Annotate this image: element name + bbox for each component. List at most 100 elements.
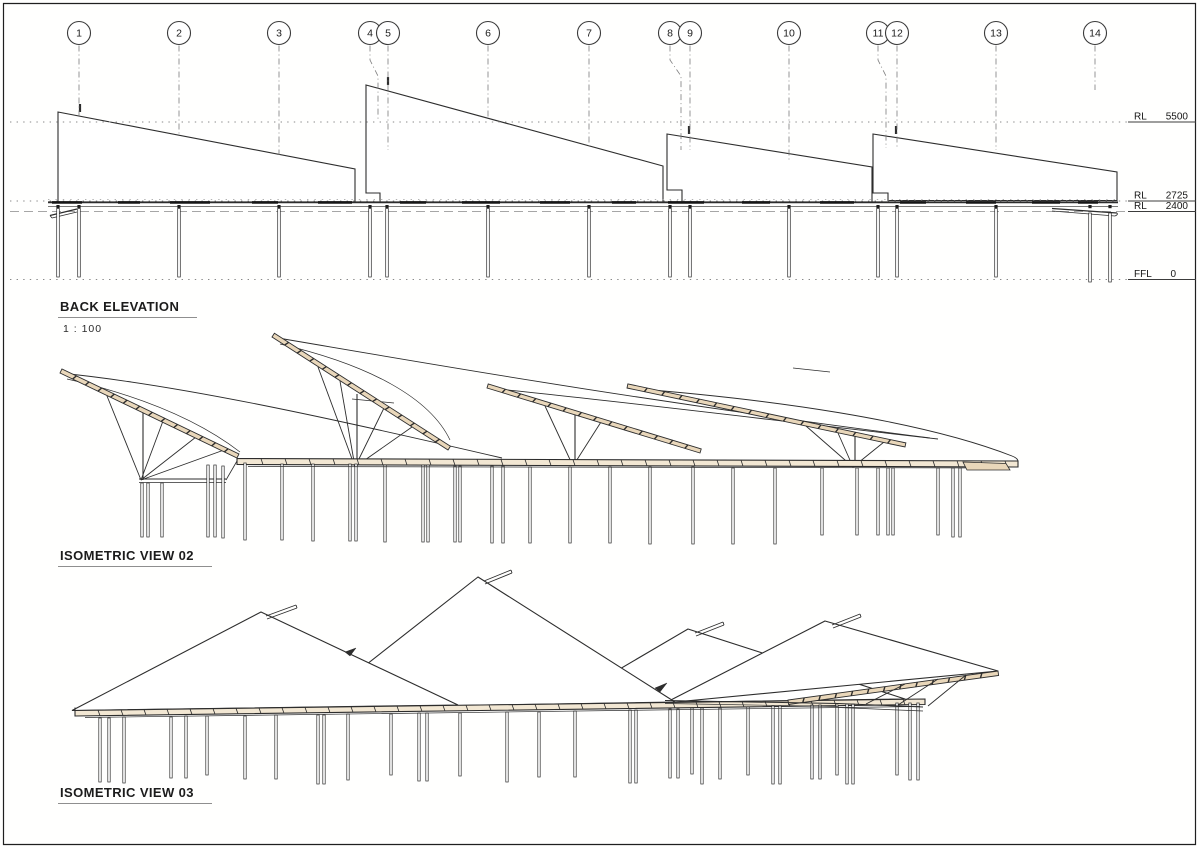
rafter-tick xyxy=(623,425,628,431)
rafter-tick xyxy=(577,411,582,417)
rafter-tick xyxy=(834,693,838,699)
rafter-tick xyxy=(866,688,870,694)
deck-tick xyxy=(166,709,170,715)
deck-tick xyxy=(281,707,285,714)
column xyxy=(731,467,735,545)
iso02-line xyxy=(354,407,385,468)
rafter-tick xyxy=(435,438,440,443)
iso03-detail xyxy=(897,678,939,706)
column xyxy=(718,707,722,780)
deck-tick xyxy=(258,707,262,714)
iso02-line xyxy=(626,387,1013,457)
rafter-tick xyxy=(309,357,315,362)
apex-flag xyxy=(694,621,724,634)
outrigger xyxy=(49,215,53,219)
column xyxy=(221,465,225,539)
roof-module xyxy=(666,133,873,203)
apex-flag xyxy=(859,613,862,618)
column xyxy=(385,208,389,278)
grid-number: 12 xyxy=(891,28,903,40)
edge-mark xyxy=(344,647,357,657)
iso02-line xyxy=(486,387,939,440)
rafter-tick xyxy=(198,436,204,441)
column xyxy=(184,715,188,779)
grid-bubble xyxy=(375,20,401,46)
level-label: FFL xyxy=(1134,269,1152,280)
iso02-line xyxy=(140,436,197,481)
deck-tick xyxy=(580,703,584,710)
rafter-tick xyxy=(160,417,166,423)
rafter-tick xyxy=(834,428,839,433)
column xyxy=(818,704,822,780)
deck-tick xyxy=(235,708,239,714)
iso03-detail xyxy=(84,706,921,718)
deck-tick xyxy=(260,458,264,465)
column-cap xyxy=(277,205,281,209)
iso02-detail xyxy=(247,466,1007,469)
roof-edge-beam xyxy=(59,368,240,459)
rafter-tick xyxy=(422,430,428,435)
apex-flag xyxy=(722,621,725,626)
rafter-tick xyxy=(882,686,886,692)
grid-number: 6 xyxy=(485,28,491,40)
iso03-detail xyxy=(927,674,967,707)
column xyxy=(56,208,60,278)
column xyxy=(243,715,247,780)
column xyxy=(505,711,509,783)
deck-tick xyxy=(572,459,576,466)
rafter-tick xyxy=(334,374,340,378)
iso02-line xyxy=(59,372,503,459)
iso03-detail xyxy=(865,683,906,705)
grid-number: 4 xyxy=(367,28,373,40)
column xyxy=(855,467,859,536)
column xyxy=(771,705,775,785)
deck-tick xyxy=(788,460,792,467)
column-cap xyxy=(787,205,791,209)
column xyxy=(746,706,750,776)
column-cap xyxy=(688,205,692,209)
deck-tick xyxy=(741,701,745,708)
column xyxy=(773,467,777,545)
column xyxy=(389,713,393,776)
rafter-tick xyxy=(173,423,178,429)
column xyxy=(348,463,352,542)
column xyxy=(205,715,209,776)
rafter-tick xyxy=(372,398,378,403)
column xyxy=(280,463,284,541)
deck-tick xyxy=(304,707,308,714)
rafter-tick xyxy=(782,417,787,422)
column xyxy=(690,707,694,775)
deck-tick xyxy=(442,705,446,712)
deck-tick xyxy=(860,460,864,467)
grid-number: 14 xyxy=(1089,28,1101,40)
rafter-tick xyxy=(979,673,983,679)
level-label: RL xyxy=(1134,201,1147,212)
iso02-detail xyxy=(962,461,1011,471)
column xyxy=(311,463,315,542)
isometric-03-drawing xyxy=(71,569,1000,785)
column xyxy=(107,717,111,783)
grid-number: 9 xyxy=(687,28,693,40)
column xyxy=(98,717,102,783)
outrigger xyxy=(51,211,78,219)
deck-tick xyxy=(884,460,888,467)
column-cap xyxy=(486,205,490,209)
deck-tick xyxy=(452,459,456,466)
rafter-tick xyxy=(887,439,892,444)
level-label: RL xyxy=(1134,112,1147,123)
apex-flag xyxy=(831,613,861,626)
apex-flag xyxy=(265,604,297,617)
column xyxy=(77,208,81,278)
iso03-detail xyxy=(664,703,839,707)
rafter-tick xyxy=(110,393,115,398)
column-cap xyxy=(668,205,672,209)
rafter-tick xyxy=(501,388,506,394)
deck-tick xyxy=(428,458,432,466)
rafter-tick xyxy=(963,675,967,681)
column xyxy=(916,702,920,781)
iso02-line xyxy=(317,366,356,468)
column-cap xyxy=(895,205,899,209)
rafter-tick xyxy=(800,420,805,426)
deck-tick xyxy=(603,703,607,709)
